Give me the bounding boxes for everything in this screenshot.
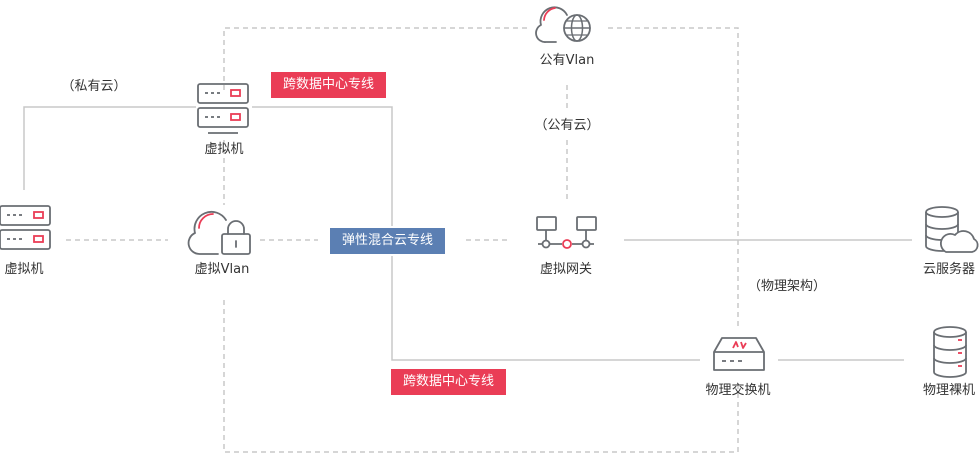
switch-icon — [713, 337, 765, 371]
bare-metal-label: 物理裸机 — [922, 383, 976, 398]
physical-switch-label: 物理交换机 — [705, 383, 771, 398]
vm-left-label: 虚拟机 — [4, 262, 44, 277]
cloud-globe-icon — [535, 6, 591, 43]
virtual-gateway-label: 虚拟网关 — [539, 262, 593, 277]
private-cloud-label: （私有云） — [61, 79, 127, 94]
cross-dc-line-tag-top: 跨数据中心专线 — [271, 72, 387, 98]
hybrid-cloud-line-tag: 弹性混合云专线 — [330, 228, 446, 254]
cloud-lock-icon — [187, 211, 251, 255]
public-vlan-label: 公有Vlan — [539, 53, 595, 68]
gateway-icon — [536, 216, 597, 249]
cross-dc-line-tag-bottom: 跨数据中心专线 — [391, 369, 507, 395]
line-private-cloud — [23, 106, 196, 190]
dashed-top-right — [608, 27, 739, 330]
bare-metal-icon — [933, 326, 967, 378]
virtual-vlan-label: 虚拟Vlan — [194, 262, 250, 277]
dashed-bottom — [223, 300, 739, 453]
cloud-server-label: 云服务器 — [922, 262, 976, 277]
server-top-icon — [197, 83, 249, 134]
line-cross-dc-bottom — [391, 256, 700, 361]
server-left-icon — [0, 205, 51, 250]
public-cloud-label: （公有云） — [534, 118, 600, 133]
physical-arch-label: （物理架构） — [747, 279, 827, 294]
line-cross-dc-top — [252, 106, 393, 226]
cloud-server-icon — [925, 206, 979, 253]
dashed-top-left — [223, 27, 528, 90]
vm-top-label: 虚拟机 — [204, 142, 244, 157]
